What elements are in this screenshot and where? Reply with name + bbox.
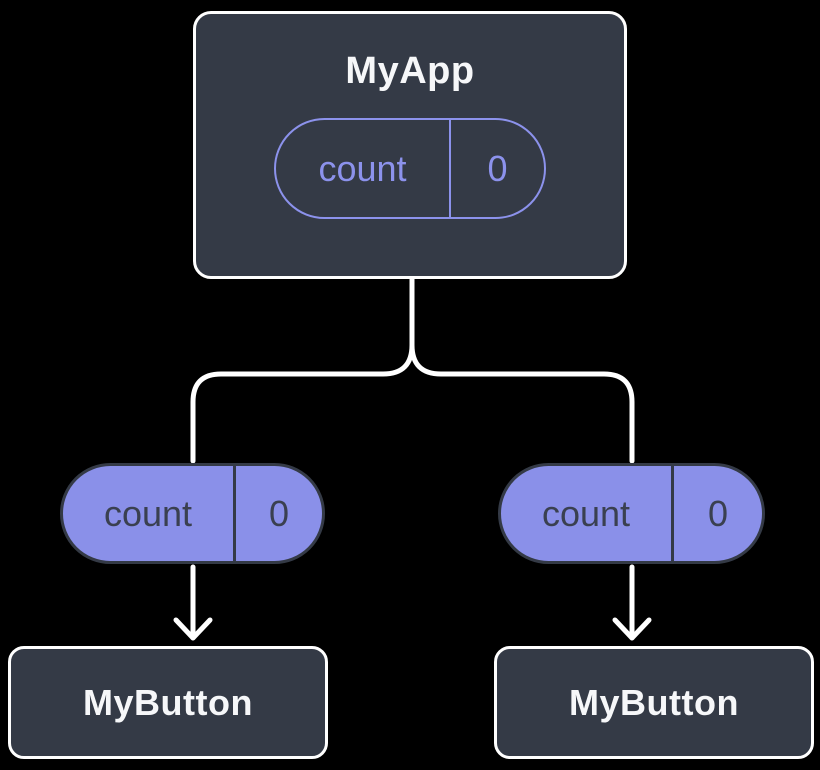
child-component-box-left: MyButton — [8, 646, 328, 759]
prop-pill-left-value: 0 — [268, 492, 290, 534]
prop-pill-right-key: count — [501, 466, 674, 561]
prop-pill-left: count 0 — [60, 463, 325, 564]
child-component-label-right: MyButton — [569, 681, 739, 723]
root-component-box: MyApp count 0 — [193, 11, 627, 279]
arrowhead-left-icon — [173, 617, 213, 641]
child-component-label-left: MyButton — [83, 681, 253, 723]
state-pill: count 0 — [274, 118, 546, 219]
state-pill-value: 0 — [487, 147, 508, 189]
root-component-label: MyApp — [345, 50, 475, 92]
fork-connector-left — [190, 276, 415, 464]
arrowhead-right-icon — [612, 617, 652, 641]
prop-pill-right: count 0 — [498, 463, 765, 564]
prop-pill-left-key: count — [63, 466, 236, 561]
child-component-box-right: MyButton — [494, 646, 814, 759]
fork-connector-right — [409, 276, 635, 464]
prop-pill-right-value: 0 — [707, 492, 729, 534]
state-pill-key: count — [276, 120, 451, 217]
